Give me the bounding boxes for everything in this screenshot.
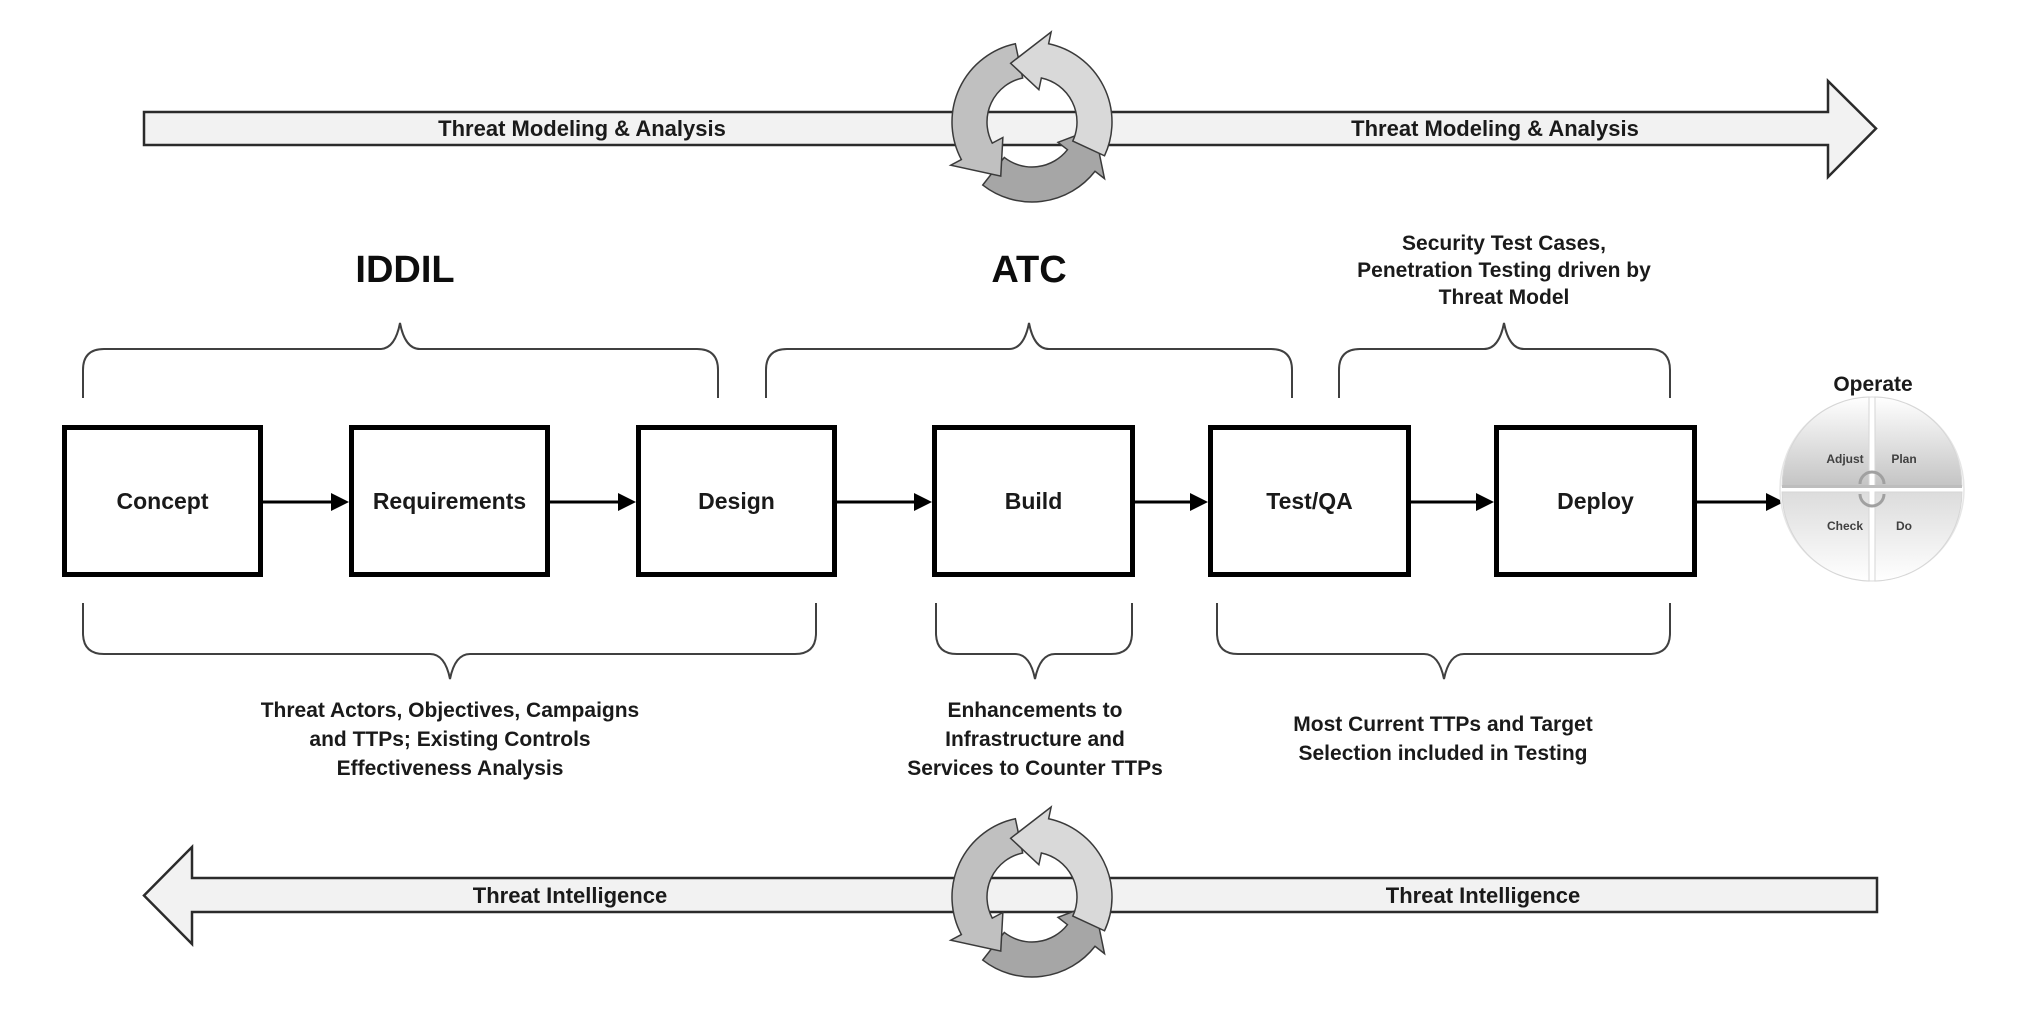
operate-title: Operate — [1833, 373, 1912, 396]
arrowhead-icon — [1476, 493, 1494, 511]
stage-requirements[interactable]: Requirements — [349, 425, 550, 577]
stage-label: Concept — [117, 488, 209, 514]
design-note-line-1: Threat Actors, Objectives, Campaigns — [261, 699, 640, 722]
arrowhead-icon — [618, 493, 636, 511]
threat-modeling-label-right: Threat Modeling & Analysis — [1351, 116, 1639, 141]
stage-label: Test/QA — [1266, 488, 1352, 514]
test-deploy-note: Most Current TTPs and Target Selection i… — [1293, 713, 1592, 765]
left-arrow-shape — [142, 843, 1879, 948]
mini-cycle-icon — [1858, 470, 1886, 508]
quadrant-plan — [1874, 396, 1963, 487]
build-phase-brace — [935, 603, 1133, 680]
pdca-wheel: Adjust Plan Check Do — [1779, 396, 1965, 582]
stage-label: Build — [1005, 488, 1063, 514]
cycle-segment-light — [1009, 30, 1113, 157]
circular-arrows-icon — [948, 30, 1113, 203]
test-note-line-2: Selection included in Testing — [1299, 742, 1588, 765]
quadrant-label-adjust: Adjust — [1826, 452, 1863, 466]
testing-brace — [1338, 322, 1671, 398]
arrowhead-icon — [914, 493, 932, 511]
threat-modeling-band: Threat Modeling & Analysis Threat Modeli… — [142, 30, 1878, 203]
design-phase-brace — [82, 603, 817, 680]
atc-brace — [765, 322, 1293, 398]
stage-deploy[interactable]: Deploy — [1494, 425, 1697, 577]
arrowhead-icon — [1766, 493, 1784, 511]
design-note-line-3: Effectiveness Analysis — [337, 757, 564, 780]
right-arrow-shape — [142, 78, 1878, 181]
wheel-divider — [1782, 485, 1962, 488]
test-deploy-brace — [1216, 603, 1671, 680]
build-phase-note: Enhancements to Infrastructure and Servi… — [907, 699, 1163, 780]
operate-stage[interactable]: Operate Adjust Plan Check Do — [1779, 373, 1965, 582]
quadrant-check — [1781, 491, 1870, 582]
iddil-brace — [82, 322, 719, 398]
iddil-title: IDDIL — [355, 249, 454, 291]
stage-label: Deploy — [1557, 488, 1634, 514]
design-note-line-2: and TTPs; Existing Controls — [309, 728, 590, 751]
threat-intelligence-label-left: Threat Intelligence — [473, 883, 667, 908]
design-phase-note: Threat Actors, Objectives, Campaigns and… — [261, 699, 640, 780]
build-note-line-2: Infrastructure and — [945, 728, 1125, 751]
stage-label: Design — [698, 488, 775, 514]
test-note-line-1: Most Current TTPs and Target — [1293, 713, 1592, 736]
testing-note-line-3: Threat Model — [1439, 286, 1570, 309]
threat-intelligence-band: Threat Intelligence Threat Intelligence — [142, 805, 1879, 978]
quadrant-label-plan: Plan — [1891, 452, 1916, 466]
quadrant-do — [1874, 491, 1963, 582]
stage-box — [932, 425, 1135, 577]
stage-box — [62, 425, 263, 577]
flow-connectors — [262, 493, 1784, 511]
stage-concept[interactable]: Concept — [62, 425, 263, 577]
stage-design[interactable]: Design — [636, 425, 837, 577]
quadrant-label-check: Check — [1827, 519, 1863, 533]
testing-note-line-2: Penetration Testing driven by — [1357, 259, 1651, 282]
cycle-segment-dark — [981, 127, 1106, 203]
atc-title: ATC — [991, 249, 1066, 291]
stage-box — [1494, 425, 1697, 577]
testing-note: Security Test Cases, Penetration Testing… — [1357, 232, 1651, 309]
cycle-segment-mid — [948, 42, 1024, 178]
stage-box — [636, 425, 837, 577]
cycle-segment-dark — [981, 902, 1106, 978]
arrowhead-icon — [331, 493, 349, 511]
quadrant-adjust — [1781, 396, 1870, 487]
quadrant-label-do: Do — [1896, 519, 1912, 533]
build-note-line-1: Enhancements to — [947, 699, 1122, 722]
circular-arrows-icon — [948, 805, 1113, 978]
build-note-line-3: Services to Counter TTPs — [907, 757, 1163, 780]
stage-test-qa[interactable]: Test/QA — [1208, 425, 1411, 577]
stage-build[interactable]: Build — [932, 425, 1135, 577]
testing-note-line-1: Security Test Cases, — [1402, 232, 1606, 255]
threat-intelligence-label-right: Threat Intelligence — [1386, 883, 1580, 908]
cycle-segment-light — [1009, 805, 1113, 932]
stage-label: Requirements — [373, 488, 526, 514]
threat-modeling-label-left: Threat Modeling & Analysis — [438, 116, 726, 141]
cycle-segment-mid — [948, 817, 1024, 953]
arrowhead-icon — [1190, 493, 1208, 511]
stage-box — [349, 425, 550, 577]
stage-box — [1208, 425, 1411, 577]
